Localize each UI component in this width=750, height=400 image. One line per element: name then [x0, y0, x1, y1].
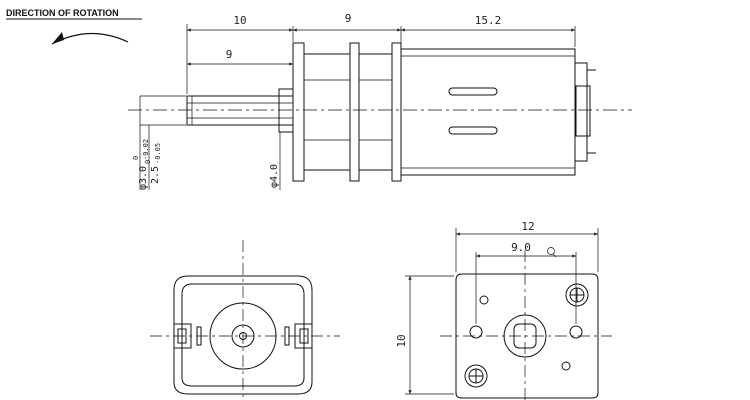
- front-clip-right: [294, 323, 313, 349]
- rotation-arrow-head: [52, 32, 64, 44]
- rear-screw-top-right: [565, 283, 589, 307]
- rear-hole-left: [469, 325, 483, 339]
- dim-d-outer-group: φ3.0 0 -0.02: [132, 139, 150, 190]
- dim-shaft-length-label: 10: [233, 14, 246, 27]
- front-plate-outer: [173, 275, 313, 395]
- rotation-label: DIRECTION OF ROTATION: [6, 8, 119, 18]
- dim-shaft-to-flange-label: 9: [226, 48, 233, 61]
- dim-width-label: 12: [521, 220, 534, 233]
- gearbox-plate-front: [292, 42, 305, 182]
- motor-end-cap: [574, 62, 588, 162]
- dim-flat-tol-bot: -0.05: [154, 143, 162, 164]
- gearbox-plate-rear: [391, 42, 402, 182]
- gearbox-plate-middle: [349, 42, 360, 182]
- front-shaft: [231, 324, 255, 348]
- rotation-header: DIRECTION OF ROTATION: [6, 8, 142, 45]
- dim-d-outer-tol-top: 0: [132, 156, 140, 160]
- front-view: [150, 240, 340, 400]
- rear-view: [405, 228, 612, 400]
- dim-boss-label: φ4.0: [269, 164, 280, 188]
- rear-hole-right: [569, 325, 583, 339]
- dim-boss-group: φ4.0: [269, 164, 280, 188]
- motor-body: [400, 48, 576, 176]
- front-boss-outer: [209, 302, 277, 370]
- dim-flat-tol-top: 0: [144, 160, 152, 164]
- dim-flat-group: 2.5 0 -0.05: [144, 143, 162, 184]
- dim-d-outer-tol-bot: -0.02: [142, 139, 150, 160]
- dim-flat-label: 2.5: [150, 166, 161, 184]
- output-shaft: [186, 95, 294, 126]
- rear-hole-bottom-right: [561, 361, 571, 371]
- front-plate-inner: [181, 283, 305, 387]
- front-tab-right: [284, 326, 290, 346]
- front-tab-left: [196, 326, 202, 346]
- motor-slot-lower: [448, 126, 498, 135]
- rear-screw-bottom-left: [464, 364, 488, 388]
- rear-hole-top-left: [479, 295, 489, 305]
- front-clip-right-inner: [299, 328, 309, 344]
- dim-height-group: 10: [395, 334, 408, 347]
- rear-hub-outer: [503, 314, 547, 358]
- front-clip-left-inner: [177, 328, 187, 344]
- gearbox-spacer-1: [303, 53, 351, 171]
- shaft-boss: [278, 88, 294, 133]
- motor-brush-holder: [575, 85, 591, 137]
- front-clip-left: [173, 323, 192, 349]
- rear-hub-square: [513, 323, 537, 349]
- magnifier-icon: [547, 247, 555, 255]
- front-shaft-center: [239, 332, 247, 340]
- motor-slot-upper: [448, 87, 498, 96]
- dim-gear-length-label: 9: [345, 12, 352, 25]
- dim-height-label: 10: [395, 334, 408, 347]
- dim-holes-span-label: 9.0: [511, 241, 531, 254]
- side-view: [128, 24, 632, 190]
- dim-motor-length-label: 15.2: [475, 14, 502, 27]
- dim-d-outer-label: φ3.0: [138, 166, 149, 190]
- gearbox-spacer-2: [358, 53, 393, 171]
- rear-plate: [455, 273, 599, 399]
